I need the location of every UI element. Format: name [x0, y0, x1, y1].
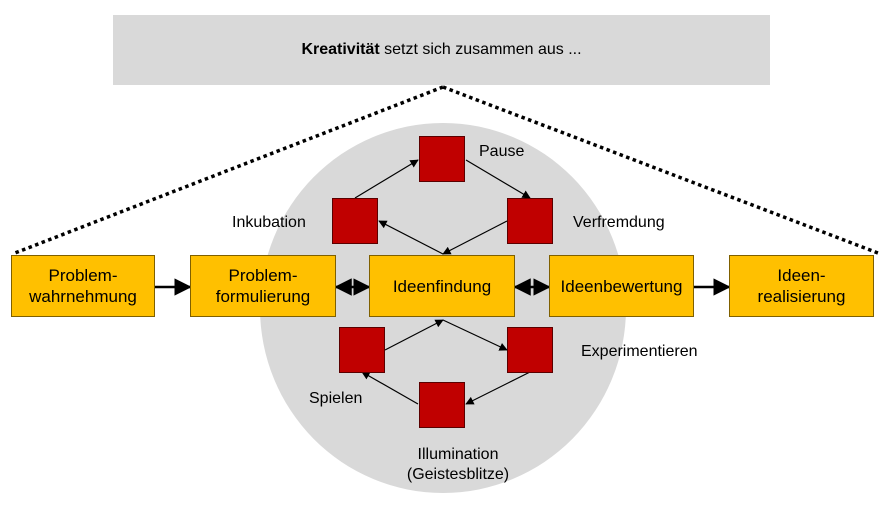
arrow-ideenfindung-to-inkubation: [378, 220, 444, 255]
arrow-ideenfindung-to-experimentieren: [442, 319, 508, 351]
label-illumination: Illumination (Geistesblitze): [383, 445, 533, 485]
arrow-verfremdung-to-ideenfindung: [442, 220, 508, 255]
arrow-inkubation-to-pause: [354, 159, 419, 199]
process-box-ideenbewertung: Ideenbewertung: [549, 255, 694, 317]
header-title-bold: Kreativität: [301, 41, 380, 58]
dotted-line-right: [442, 85, 879, 255]
process-label: Ideen- realisierung: [757, 266, 846, 306]
process-box-ideenfindung: Ideenfindung: [369, 255, 515, 317]
arrow-spielen-to-ideenfindung: [384, 319, 444, 351]
arrow-illumination-to-spielen: [361, 371, 419, 405]
label-experimentieren: Experimentieren: [581, 343, 698, 360]
label-verfremdung: Verfremdung: [573, 214, 665, 231]
arrow-experimentieren-to-illumination: [465, 371, 531, 405]
label-spielen: Spielen: [309, 390, 363, 407]
process-label: Problem- formulierung: [215, 266, 311, 306]
arrow-pause-to-verfremdung: [465, 159, 531, 199]
phase-square-pause: [419, 136, 465, 182]
label-illumination-line2: (Geistesblitze): [406, 466, 510, 483]
process-box-problemwahrnehmung: Problem- wahrnehmung: [11, 255, 155, 317]
process-box-problemformulierung: Problem- formulierung: [190, 255, 336, 317]
label-pause: Pause: [479, 143, 525, 160]
process-label: Problem- wahrnehmung: [29, 266, 137, 306]
header-title-rest: setzt sich zusammen aus ...: [379, 41, 582, 58]
process-box-ideenrealisierung: Ideen- realisierung: [729, 255, 874, 317]
phase-square-inkubation: [332, 198, 378, 244]
label-inkubation: Inkubation: [232, 214, 306, 231]
phase-square-experimentieren: [507, 327, 553, 373]
process-label: Ideenbewertung: [560, 276, 683, 296]
label-illumination-line1: Illumination: [417, 446, 499, 463]
header-title: Kreativität setzt sich zusammen aus ...: [301, 41, 581, 59]
phase-square-illumination: [419, 382, 465, 428]
phase-square-verfremdung: [507, 198, 553, 244]
header-banner: Kreativität setzt sich zusammen aus ...: [113, 15, 770, 85]
phase-square-spielen: [339, 327, 385, 373]
process-label: Ideenfindung: [392, 276, 492, 296]
